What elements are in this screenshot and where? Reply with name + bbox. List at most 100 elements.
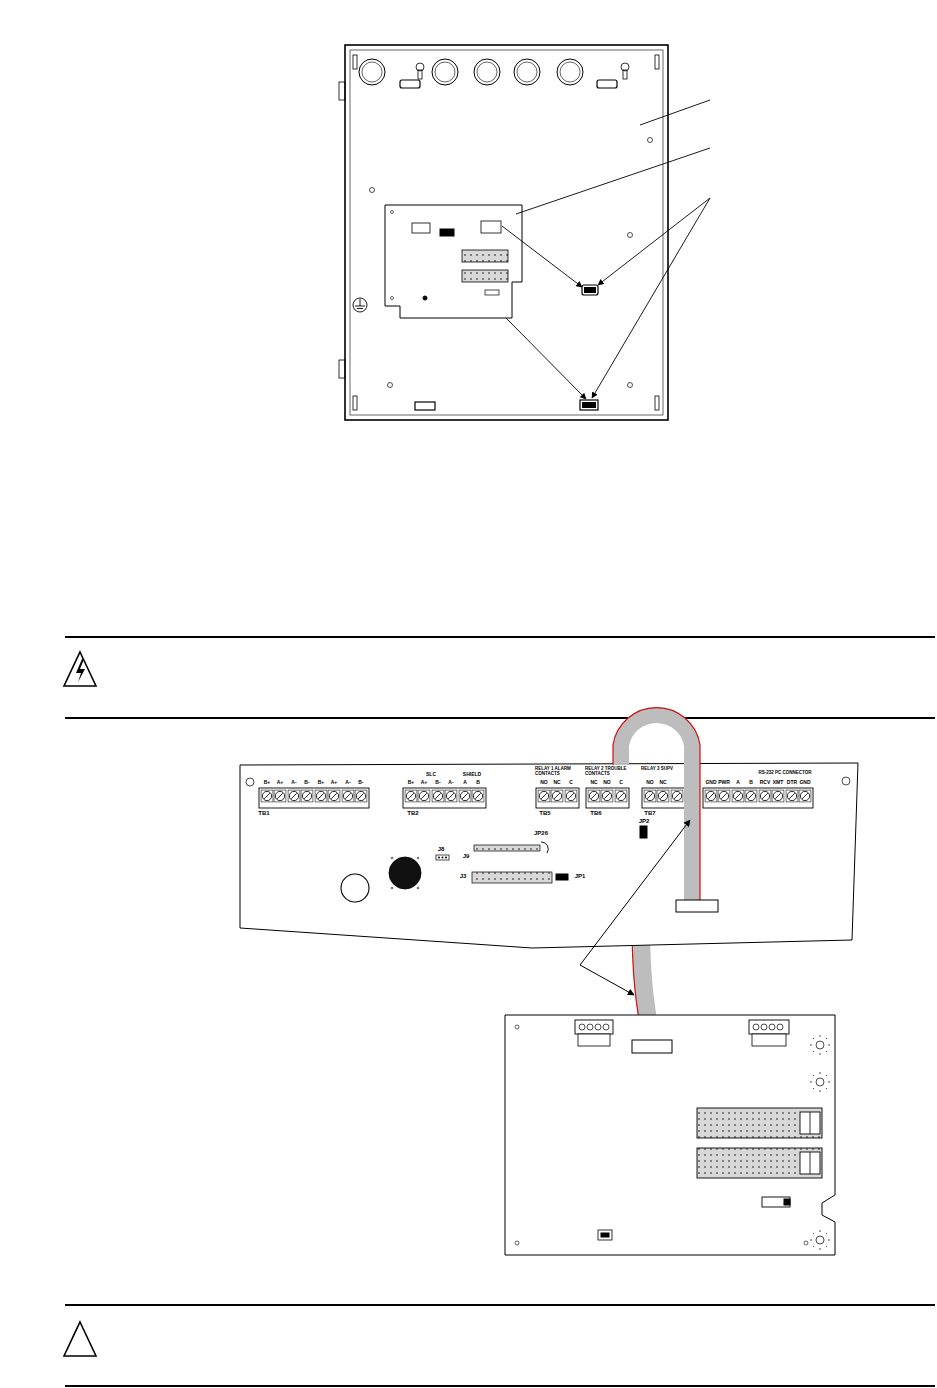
board-components	[389, 857, 421, 889]
board-components	[417, 887, 420, 890]
terminal-screws	[615, 790, 627, 802]
led-symbols	[810, 1035, 830, 1250]
terminal-screws	[644, 790, 656, 802]
module-board	[603, 1024, 609, 1030]
board-components	[640, 826, 647, 838]
connector-label: J8	[438, 846, 445, 853]
enclosure	[628, 233, 633, 238]
enclosure	[517, 62, 537, 82]
board-components	[472, 872, 552, 883]
enclosure	[339, 45, 668, 420]
board-components	[442, 857, 444, 859]
enclosure	[557, 59, 583, 85]
terminal-label: GND	[705, 780, 716, 786]
enclosure	[623, 70, 627, 79]
terminal-label: A+	[277, 780, 284, 786]
terminal-screws	[601, 790, 613, 802]
enclosure	[388, 383, 393, 388]
enclosure	[400, 80, 420, 88]
enclosure	[339, 360, 345, 378]
ribbon-cable	[676, 900, 718, 912]
terminal-label: C	[619, 780, 623, 786]
terminal-screws	[786, 790, 798, 802]
relay-heading: RELAY 3 SUPV	[641, 767, 681, 772]
enclosure	[353, 55, 357, 69]
terminal-label: A-	[345, 780, 350, 786]
terminal-screws	[732, 790, 744, 802]
jumper-label: JP26	[534, 830, 548, 837]
module-board-in-enclosure	[385, 205, 522, 318]
module-board	[587, 1024, 593, 1030]
module-board	[810, 1112, 811, 1134]
block-designator: TB2	[407, 810, 418, 817]
terminal-screws	[745, 790, 757, 802]
module-board	[800, 1112, 820, 1134]
caution-box	[65, 1385, 935, 1387]
main-board	[703, 788, 813, 808]
terminal-label: B-	[435, 780, 440, 786]
terminal-label: XMT	[773, 780, 784, 786]
module-board	[810, 1152, 811, 1174]
enclosure	[370, 188, 375, 193]
relay-heading: RELAY 1 ALARM CONTACTS	[535, 767, 581, 777]
module-board-in-enclosure	[391, 297, 394, 300]
terminal-screws	[551, 790, 563, 802]
module-board	[515, 1241, 519, 1245]
module-board	[752, 1034, 786, 1046]
module-board	[749, 1020, 789, 1034]
enclosure	[580, 400, 598, 410]
block-designator: TB7	[644, 810, 655, 817]
enclosure	[339, 82, 345, 100]
module-board-in-enclosure	[391, 211, 394, 214]
module-board-in-enclosure	[462, 270, 508, 282]
module-board	[598, 1230, 612, 1240]
enclosure	[477, 62, 497, 82]
led-symbols	[810, 1072, 830, 1092]
module-board	[697, 1108, 822, 1138]
group-label: SLC	[426, 772, 436, 778]
connector-label: J9	[463, 853, 470, 860]
module-board-in-enclosure	[423, 296, 427, 300]
board-components	[391, 857, 394, 860]
terminal-screws	[759, 790, 771, 802]
module-board	[800, 1152, 820, 1174]
module-board	[761, 1024, 767, 1030]
callout-arrows	[580, 965, 634, 995]
leader-lines	[502, 100, 710, 399]
module-board-in-enclosure	[440, 229, 454, 236]
terminal-screws	[328, 790, 340, 802]
enclosure	[560, 62, 580, 82]
jumper-label: JP1	[575, 873, 586, 880]
block-designator: TB5	[539, 810, 550, 817]
ground-symbol	[353, 298, 367, 312]
leader-lines	[640, 100, 710, 125]
warning-box	[65, 717, 935, 719]
terminal-label: B+	[318, 780, 325, 786]
block-designator: TB1	[258, 810, 269, 817]
terminal-screws	[799, 790, 811, 802]
module-board	[601, 1233, 609, 1237]
enclosure	[435, 62, 455, 82]
ribbon-cable	[621, 715, 692, 904]
terminal-screws	[405, 790, 417, 802]
module-board-in-enclosure	[412, 223, 430, 233]
terminal-label: C	[569, 780, 573, 786]
terminal-screws	[418, 790, 430, 802]
terminal-label: B+	[408, 780, 415, 786]
connector-label: J3	[460, 873, 467, 880]
terminal-screws	[718, 790, 730, 802]
relay-heading: RELAY 2 TROUBLE CONTACTS	[585, 767, 631, 777]
enclosure	[474, 59, 500, 85]
led-symbols	[810, 1230, 830, 1250]
module-board	[575, 1020, 613, 1034]
module-board	[777, 1024, 783, 1030]
leader-lines	[592, 198, 710, 398]
module-board-in-enclosure	[485, 290, 499, 295]
enclosure	[648, 138, 653, 143]
enclosure	[628, 383, 633, 388]
callout-arrows	[580, 820, 690, 965]
terminal-label: A-	[448, 780, 453, 786]
module-board	[697, 1148, 822, 1178]
module-board	[579, 1024, 585, 1030]
